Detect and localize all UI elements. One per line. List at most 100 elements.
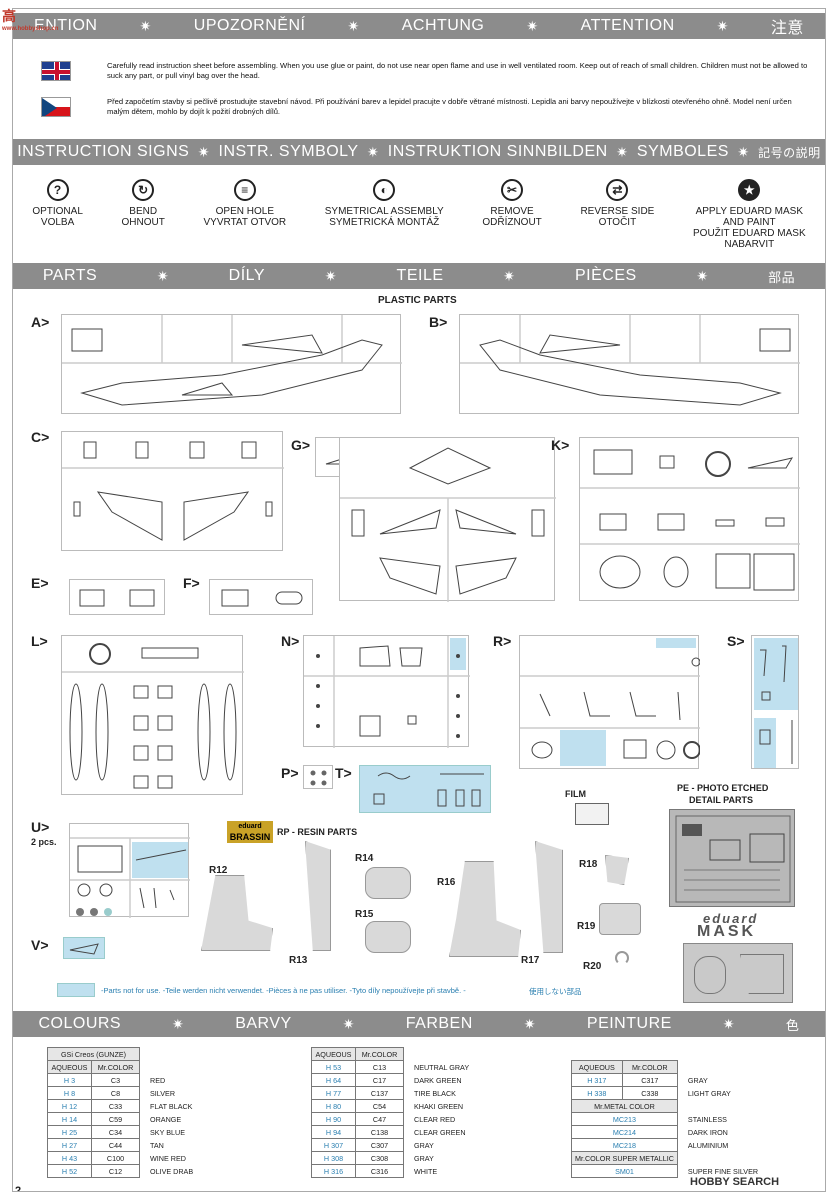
- sprue-b: [459, 314, 800, 414]
- sprue-n-drawing: [304, 636, 470, 748]
- signs-header-en: INSTRUCTION SIGNS: [17, 143, 190, 160]
- brassin-logo-bottom: BRASSIN: [229, 832, 271, 842]
- sprue-u: [69, 823, 190, 918]
- sprue-label-p: P>: [281, 765, 299, 781]
- sprue-r-drawing: [520, 657, 700, 760]
- color-name: TIRE BLACK: [414, 1088, 456, 1098]
- resin-label-r20: R20: [583, 961, 602, 972]
- aqueous-code: H 94: [311, 1125, 356, 1139]
- sprue-label-c: C>: [31, 429, 50, 445]
- warning-english-text: Carefully read instruction sheet before …: [107, 61, 808, 80]
- band-star-icon: ✷: [503, 267, 516, 284]
- sign-bend: ↻ BEND OHNOUT: [122, 179, 165, 250]
- super-metallic-code: SM01: [571, 1164, 678, 1178]
- sprue-label-e: E>: [31, 575, 49, 591]
- sign-label: SYMETRICKÁ MONTÁŽ: [329, 217, 440, 228]
- sprue-r: [519, 635, 700, 769]
- sign-reverse: ⇄ REVERSE SIDE OTOČIT: [580, 179, 654, 250]
- resin-label-r15: R15: [355, 909, 374, 920]
- warnings-header-en: ENTION: [34, 17, 98, 34]
- resin-part-r14: [365, 867, 411, 899]
- sprue-d: [339, 437, 556, 602]
- resin-label-r12: R12: [209, 865, 228, 876]
- color-name: SKY BLUE: [150, 1127, 186, 1137]
- bend-icon: ↻: [132, 179, 155, 201]
- metal-color-code: MC213: [571, 1112, 678, 1126]
- sprue-label-a: A>: [31, 314, 50, 330]
- sprue-t-drawing: [373, 772, 484, 807]
- sprue-u-drawing: [70, 837, 190, 918]
- metal-color-caption: Mr.METAL COLOR: [571, 1099, 678, 1113]
- band-star-icon: ✷: [523, 1015, 536, 1032]
- sprue-a: [61, 314, 402, 414]
- pe-title-line2: DETAIL PARTS: [689, 795, 754, 805]
- colours-header-cz: BARVY: [235, 1015, 292, 1032]
- paint-column-header: AQUEOUS: [571, 1060, 623, 1074]
- brassin-logo: eduard BRASSIN: [227, 821, 273, 843]
- sign-label: OHNOUT: [121, 217, 165, 228]
- warning-english: Carefully read instruction sheet before …: [41, 61, 811, 81]
- film-sheet: [575, 803, 609, 825]
- color-name: KHAKI GREEN: [414, 1101, 464, 1111]
- sprue-label-u: U>: [31, 819, 50, 835]
- warnings-header-de: ACHTUNG: [401, 17, 485, 34]
- paint-column-header: Mr.COLOR: [355, 1047, 404, 1061]
- sign-label: APPLY EDUARD MASK: [695, 206, 804, 217]
- signs-header-de: INSTRUKTION SINNBILDEN: [387, 143, 608, 160]
- color-name: FLAT BLACK: [150, 1101, 193, 1111]
- sprue-label-b: B>: [429, 314, 448, 330]
- watermark-url-left: www.hobbyshop.cn: [2, 26, 59, 32]
- resin-part-r12: [201, 875, 273, 951]
- mr-color-code: C8: [91, 1086, 140, 1100]
- resin-part-r16: [449, 861, 521, 957]
- watermark-logo-left: 高: [2, 8, 16, 24]
- warning-czech-text: Před započetím stavby si pečlivě prostud…: [107, 97, 792, 116]
- sign-label: ODŘÍZNOUT: [482, 217, 542, 228]
- sprue-label-s: S>: [727, 633, 745, 649]
- color-name: WINE RED: [150, 1153, 186, 1163]
- band-star-icon: ✷: [696, 267, 709, 284]
- sprue-label-f: F>: [183, 575, 200, 591]
- color-name: WHITE: [414, 1166, 438, 1176]
- band-star-icon: ✷: [526, 17, 539, 34]
- color-name: TAN: [150, 1140, 164, 1150]
- sprue-f: [209, 579, 313, 615]
- mr-color-code: C54: [355, 1099, 404, 1113]
- band-star-icon: ✷: [139, 17, 152, 34]
- sprue-c: [61, 431, 284, 551]
- color-name: GRAY: [414, 1140, 434, 1150]
- colours-header-en: COLOURS: [38, 1015, 122, 1032]
- sprue-u-quantity: 2 pcs.: [31, 837, 57, 847]
- sign-label: OPTIONAL: [32, 206, 83, 217]
- sprue-label-k: K>: [551, 437, 570, 453]
- parts-header-de: TEILE: [396, 267, 444, 284]
- unused-parts-legend-jp: 使用しない部品: [529, 987, 582, 996]
- band-star-icon: ✷: [342, 1015, 355, 1032]
- sign-label: OPEN HOLE: [215, 206, 274, 217]
- band-star-icon: ✷: [716, 17, 729, 34]
- sign-label: VYVRTAT OTVOR: [203, 217, 287, 228]
- warnings-header-jp: 注意: [770, 20, 804, 37]
- band-star-icon: ✷: [616, 143, 629, 160]
- aqueous-code: H 90: [311, 1112, 356, 1126]
- pe-title-line1: PE - PHOTO ETCHED: [677, 783, 769, 793]
- resin-part-r18: [605, 855, 629, 885]
- mask-icon: ★: [738, 179, 761, 201]
- colours-header-fr: PEINTURE: [586, 1015, 672, 1032]
- mr-color-code: C17: [355, 1073, 404, 1087]
- sprue-t: [359, 765, 491, 813]
- metal-color-code: MC218: [571, 1138, 678, 1152]
- sign-label: REVERSE SIDE: [580, 206, 655, 217]
- signs-header-jp: 記号の説明: [758, 145, 821, 160]
- sprue-k: [579, 437, 800, 601]
- sprue-e-drawing: [79, 589, 155, 607]
- aqueous-code: H 80: [311, 1099, 356, 1113]
- cut-icon: ✂: [501, 179, 524, 201]
- band-star-icon: ✷: [172, 1015, 185, 1032]
